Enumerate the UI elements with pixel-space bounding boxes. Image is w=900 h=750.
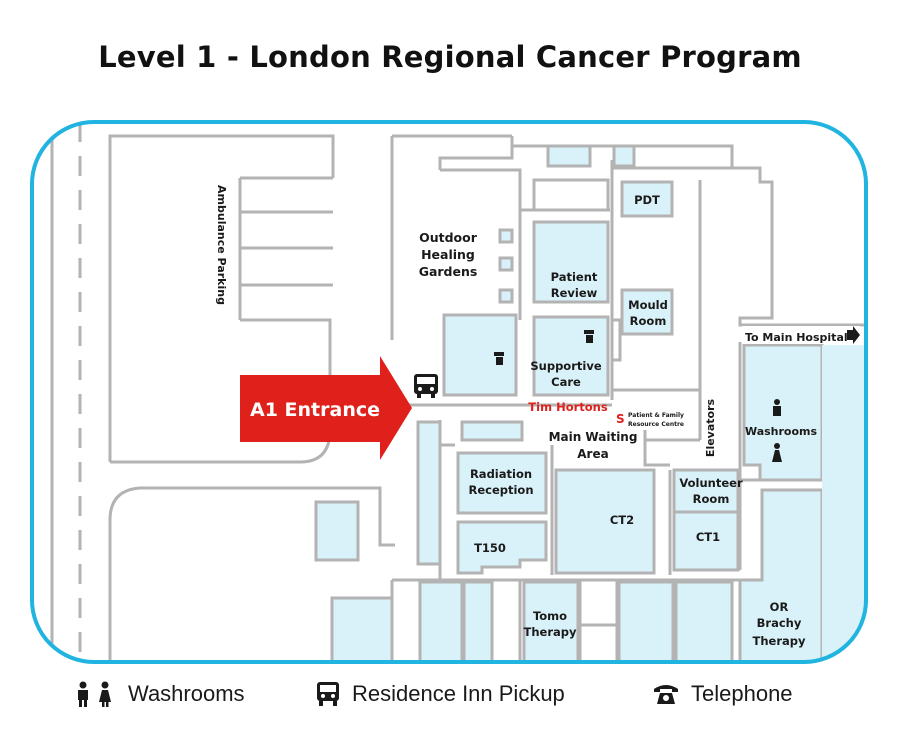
map-frame — [30, 120, 868, 664]
room-radiation-reception — [456, 451, 548, 515]
legend-residence-pickup: Residence Inn Pickup — [316, 676, 565, 712]
legend-telephone: Telephone — [653, 676, 793, 712]
svg-text:Therapy: Therapy — [524, 625, 577, 639]
svg-text:Room: Room — [630, 314, 667, 328]
map-content: A1 Entrance To Main Hospital Ambulance P… — [50, 122, 866, 662]
map-telephone-icons — [494, 330, 594, 365]
room-tomo-therapy — [522, 580, 580, 662]
telephone-icon — [584, 330, 594, 343]
mould-room-label: Mould Room — [628, 298, 668, 328]
volunteer-room-label: Volunteer Room — [679, 476, 743, 506]
room-patient-review — [532, 220, 610, 304]
rooms — [314, 144, 866, 662]
washroom-icon — [772, 443, 782, 462]
elevators-label: Elevators — [704, 398, 717, 457]
t150-label: T150 — [474, 541, 506, 555]
bus-icon — [414, 374, 438, 398]
svg-text:Care: Care — [551, 375, 581, 389]
svg-text:Tomo: Tomo — [533, 609, 567, 623]
to-main-hospital-label: To Main Hospital — [745, 331, 848, 344]
svg-text:Outdoor: Outdoor — [419, 230, 478, 245]
svg-text:Main Waiting: Main Waiting — [549, 430, 638, 444]
patient-review-label: Patient Review — [551, 270, 598, 300]
svg-text:Reception: Reception — [468, 483, 533, 497]
svg-text:Volunteer: Volunteer — [679, 476, 743, 490]
room-supportive-care — [532, 315, 610, 397]
legend-residence-pickup-label: Residence Inn Pickup — [352, 681, 565, 706]
resource-centre-label: Patient & Family Resource Centre — [628, 412, 684, 428]
telephone-icon — [654, 685, 678, 704]
svg-text:Gardens: Gardens — [419, 264, 478, 279]
svg-text:Radiation: Radiation — [470, 467, 532, 481]
room-mould — [620, 288, 674, 336]
svg-text:Supportive: Supportive — [530, 359, 601, 373]
svg-text:Therapy: Therapy — [753, 634, 806, 648]
svg-text:Patient & Family: Patient & Family — [628, 412, 684, 419]
bus-icon — [317, 682, 339, 706]
supportive-care-label: Supportive Care — [530, 359, 601, 389]
svg-text:Room: Room — [693, 492, 730, 506]
washroom-icon — [773, 399, 781, 416]
ambulance-parking-label: Ambulance Parking — [215, 185, 228, 305]
outdoor-gardens-label: Outdoor Healing Gardens — [419, 230, 478, 279]
radiation-reception-label: Radiation Reception — [468, 467, 533, 497]
tim-hortons-label: Tim Hortons — [528, 400, 608, 414]
map-washroom-icons — [772, 399, 782, 462]
legend-washrooms-label: Washrooms — [128, 681, 245, 706]
room-washrooms — [742, 343, 824, 482]
room-pdt — [620, 180, 674, 218]
road-lines — [50, 122, 512, 662]
entrance-label: A1 Entrance — [250, 399, 380, 421]
to-main-hospital: To Main Hospital — [742, 326, 860, 344]
svg-text:Resource Centre: Resource Centre — [628, 421, 684, 428]
pdt-label: PDT — [634, 193, 660, 207]
svg-text:Brachy: Brachy — [757, 616, 802, 630]
page-title: Level 1 - London Regional Cancer Program — [98, 40, 802, 74]
svg-text:Patient: Patient — [551, 270, 598, 284]
svg-text:Area: Area — [577, 447, 608, 461]
legend: Washrooms Residence Inn Pickup Telephone — [0, 676, 900, 716]
room-ct2 — [554, 468, 656, 575]
tomo-therapy-label: Tomo Therapy — [524, 609, 577, 639]
svg-text:Mould: Mould — [628, 298, 668, 312]
floor-map: A1 Entrance To Main Hospital Ambulance P… — [30, 120, 868, 664]
ct1-label: CT1 — [696, 530, 720, 544]
or-brachy-label: OR Brachy Therapy — [753, 600, 806, 648]
legend-telephone-label: Telephone — [691, 681, 793, 706]
svg-text:Review: Review — [551, 286, 598, 300]
washroom-icon — [78, 681, 111, 707]
room-ct1 — [672, 510, 740, 572]
room-t150 — [456, 520, 548, 575]
arrow-right-icon — [847, 326, 860, 344]
a1-entrance-arrow: A1 Entrance — [240, 356, 412, 460]
main-waiting-label: Main Waiting Area — [549, 430, 638, 461]
washrooms-label: Washrooms — [745, 425, 818, 438]
legend-washrooms: Washrooms — [74, 676, 245, 712]
svg-text:Healing: Healing — [421, 247, 475, 262]
ct2-label: CT2 — [610, 513, 634, 527]
telephone-icon — [494, 352, 504, 365]
s-marker: S — [616, 412, 625, 426]
svg-text:OR: OR — [770, 600, 789, 614]
